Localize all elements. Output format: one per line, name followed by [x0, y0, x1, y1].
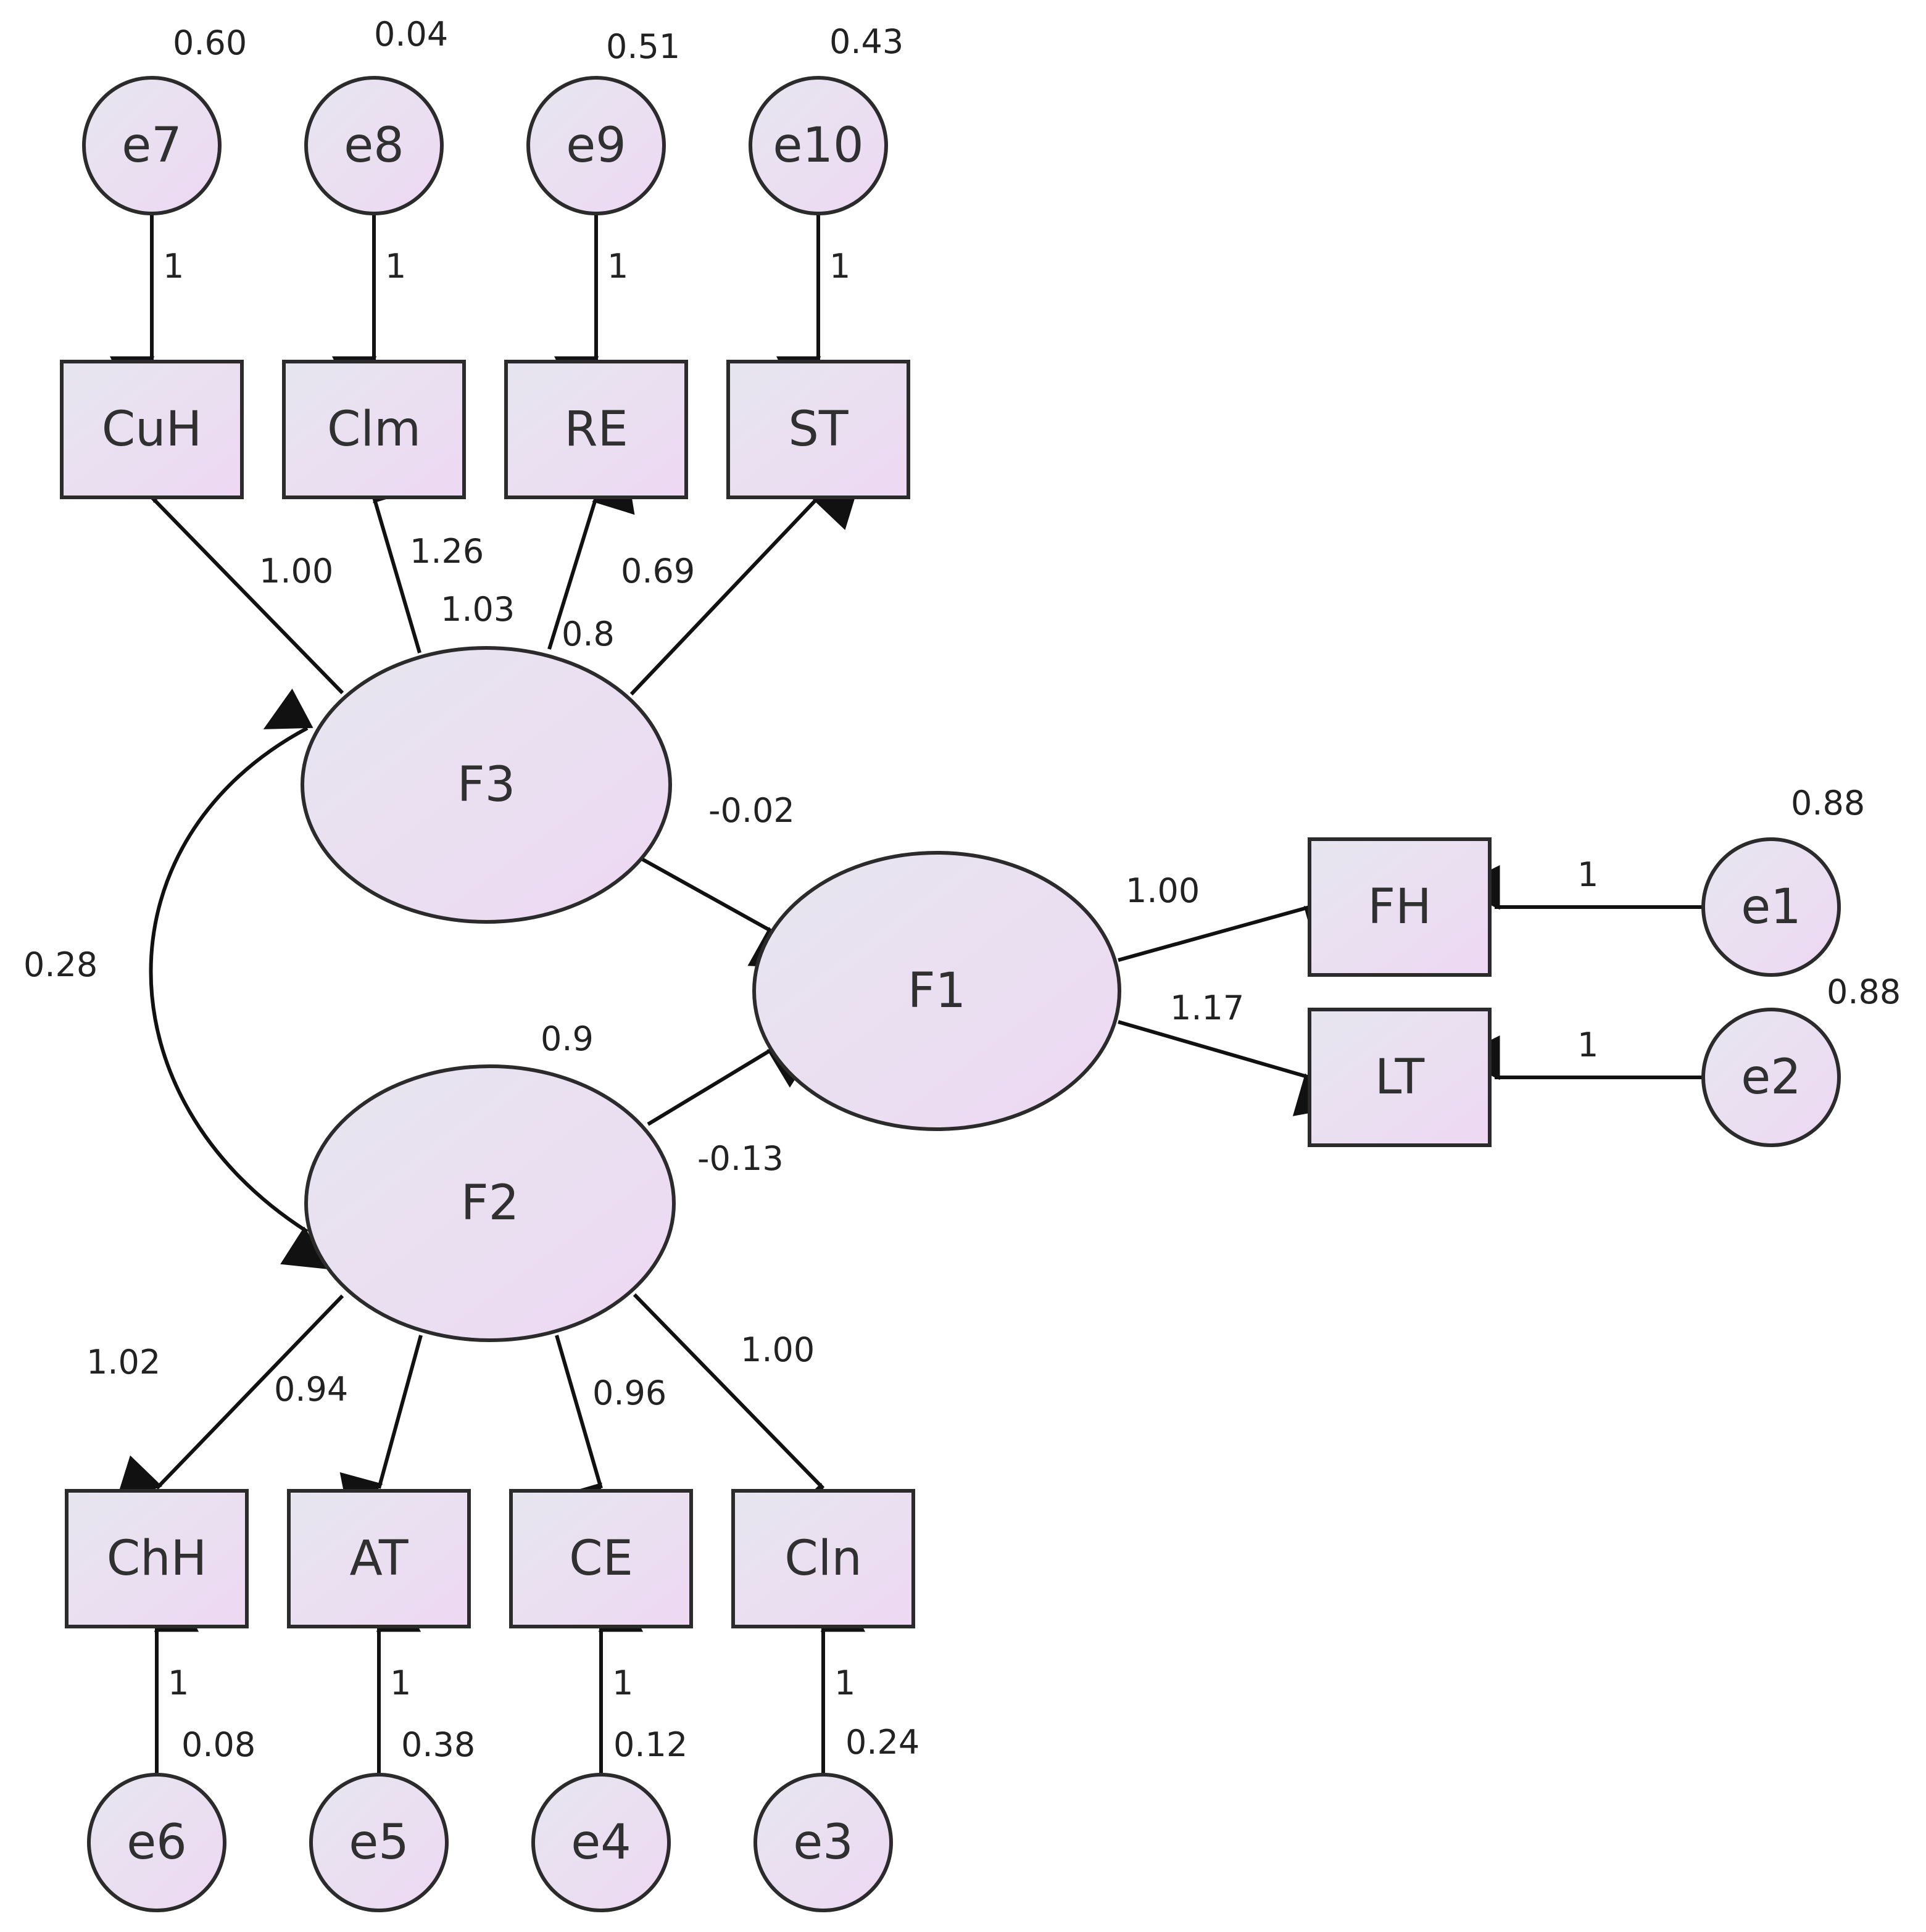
node-clm	[282, 360, 466, 499]
fixed-e6: 1	[168, 1664, 189, 1702]
node-cln	[731, 1489, 915, 1628]
node-st	[726, 360, 910, 499]
variance-e6: 0.08	[181, 1725, 255, 1764]
label-at: AT	[350, 1531, 409, 1586]
fixed-e9: 1	[607, 247, 628, 286]
variance-e8: 0.04	[374, 15, 448, 54]
node-e2	[1701, 1008, 1841, 1147]
edge-f2-ce	[555, 1335, 603, 1532]
label-st: ST	[788, 402, 849, 457]
label-e5: e5	[349, 1815, 409, 1870]
edge-f3-f1	[641, 857, 798, 968]
variance-e7: 0.60	[173, 23, 247, 62]
edge-f3-cuh	[138, 455, 344, 695]
variance-e4: 0.12	[613, 1725, 687, 1764]
node-e4	[531, 1773, 671, 1912]
label-e2: e2	[1741, 1050, 1801, 1105]
node-e10	[749, 76, 888, 215]
label-chh: ChH	[107, 1531, 207, 1586]
coef-f3-f1: -0.02	[708, 791, 795, 830]
label-e1: e1	[1741, 879, 1801, 935]
node-f1	[752, 851, 1121, 1131]
fixed-e2: 1	[1577, 1026, 1598, 1064]
loading-f3-re: 0.8	[562, 615, 615, 653]
node-fh	[1308, 837, 1492, 977]
label-e7: e7	[122, 118, 182, 173]
loading-f1-fh: 1.00	[1126, 871, 1200, 910]
variance-e10: 0.43	[829, 22, 903, 61]
loading-f1-lt: 1.17	[1170, 989, 1244, 1027]
variance-f3: 1.03	[441, 590, 515, 629]
label-f3: F3	[457, 757, 516, 813]
node-re	[504, 360, 688, 499]
node-cuh	[60, 360, 244, 499]
variance-e3: 0.24	[845, 1723, 919, 1762]
variance-e1: 0.88	[1791, 784, 1865, 823]
node-e7	[82, 76, 222, 215]
variance-e9: 0.51	[606, 27, 680, 66]
label-re: RE	[564, 402, 628, 457]
label-e6: e6	[127, 1815, 187, 1870]
variance-f2: 0.9	[541, 1019, 594, 1058]
label-f2: F2	[461, 1175, 520, 1231]
label-e9: e9	[566, 118, 626, 173]
loading-f3-st: 0.69	[621, 552, 695, 591]
label-lt: LT	[1375, 1050, 1425, 1105]
node-at	[287, 1489, 471, 1628]
label-cuh: CuH	[102, 402, 202, 457]
edge-f3-clm	[372, 454, 421, 653]
edge-f3-st	[629, 482, 860, 696]
loading-f3-cuh: 1.00	[259, 552, 333, 591]
edge-f2-cln	[633, 1293, 837, 1530]
edge-f1-fh	[1118, 905, 1353, 962]
label-e4: e4	[571, 1815, 631, 1870]
label-cln: Cln	[784, 1531, 862, 1586]
node-e5	[309, 1773, 449, 1912]
fixed-e7: 1	[163, 247, 184, 286]
node-e8	[304, 76, 444, 215]
edge-f1-lt	[1118, 1020, 1342, 1116]
edge-f2-f1	[647, 1045, 817, 1126]
node-f3	[301, 646, 672, 924]
coef-f2-f1: -0.13	[697, 1139, 784, 1178]
node-e9	[526, 76, 666, 215]
loading-f3-clm: 1.26	[410, 532, 484, 571]
loading-f2-at: 0.94	[274, 1370, 348, 1409]
node-f2	[304, 1064, 676, 1342]
node-e6	[87, 1773, 226, 1912]
node-ce	[509, 1489, 693, 1628]
edge-f3-re	[547, 465, 635, 650]
loading-f2-chh: 1.02	[86, 1343, 160, 1382]
label-e8: e8	[344, 118, 404, 173]
fixed-e3: 1	[834, 1664, 855, 1702]
edge-f2-chh	[115, 1294, 344, 1503]
loading-f2-cln: 1.00	[741, 1330, 815, 1369]
node-lt	[1308, 1008, 1492, 1147]
label-e3: e3	[793, 1815, 853, 1870]
label-ce: CE	[569, 1531, 633, 1586]
fixed-e5: 1	[390, 1664, 411, 1702]
fixed-e10: 1	[829, 247, 850, 286]
loading-f2-ce: 0.96	[592, 1374, 666, 1412]
label-f1: F1	[908, 963, 966, 1019]
fixed-e8: 1	[385, 247, 406, 286]
edge-cov-f3-f2	[149, 689, 330, 1270]
edge-f2-at	[339, 1335, 423, 1522]
label-fh: FH	[1368, 879, 1432, 935]
variance-e5: 0.38	[401, 1725, 475, 1764]
node-chh	[65, 1489, 249, 1628]
variance-e2: 0.88	[1827, 972, 1901, 1011]
fixed-e1: 1	[1577, 855, 1598, 894]
node-e1	[1701, 837, 1841, 977]
fixed-e4: 1	[612, 1664, 633, 1702]
label-e10: e10	[773, 118, 863, 173]
node-e3	[753, 1773, 893, 1912]
covariance-f3-f2: 0.28	[23, 945, 98, 984]
label-clm: Clm	[327, 402, 421, 457]
